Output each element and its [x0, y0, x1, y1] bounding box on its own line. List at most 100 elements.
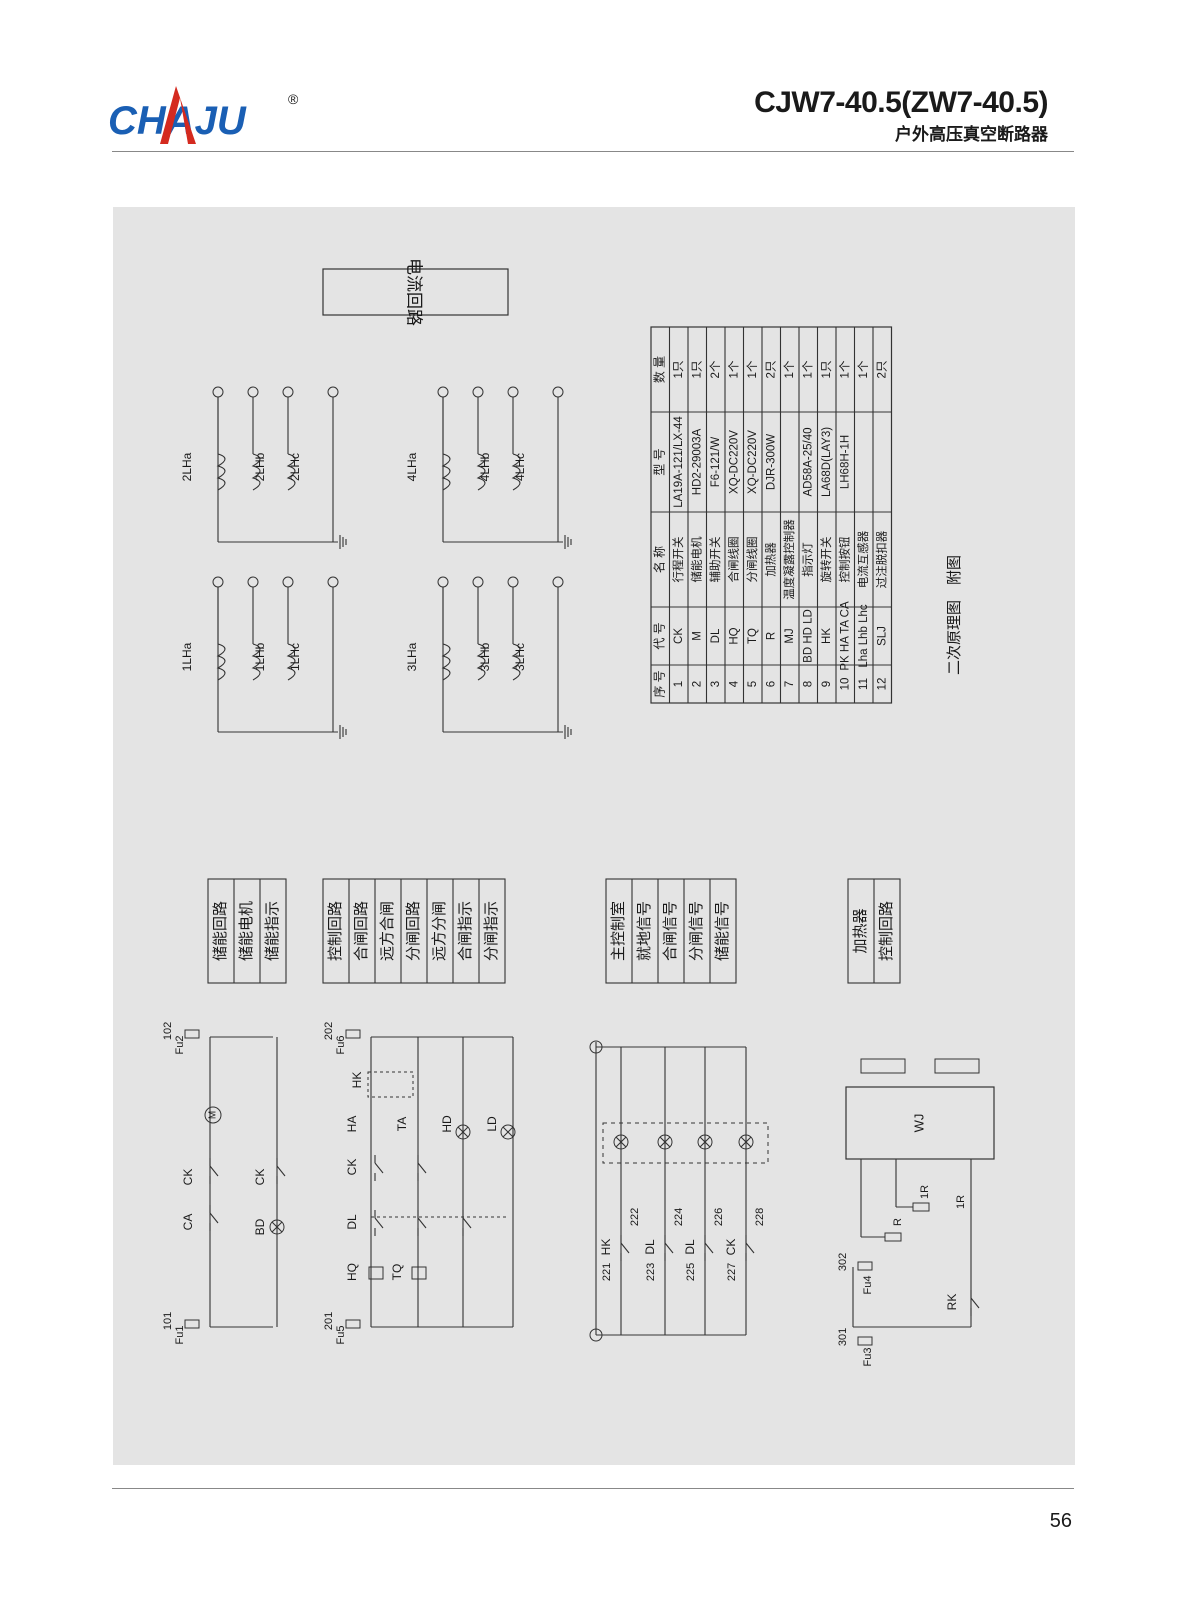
fuse-icon	[184, 1319, 200, 1329]
lamp-cross	[699, 1136, 711, 1148]
terminal-icon	[437, 576, 449, 588]
ct-coil-label: 1LHc	[288, 643, 302, 671]
lamp-icon	[269, 1219, 285, 1235]
ct-coil-label: 4LHb	[478, 452, 492, 481]
fuse-label: Fu5	[335, 1326, 347, 1345]
lamp-cross	[659, 1136, 671, 1148]
table-cell: 10	[839, 678, 851, 691]
circuit-label-box: 主控制室就地信号合闸信号分闸信号储能信号	[605, 878, 737, 984]
fuse-label: Fu3	[862, 1348, 874, 1367]
table-cell: LA68D(LAY3)	[821, 427, 833, 497]
table-cell: 11	[858, 678, 870, 690]
lamp-cross	[457, 1126, 469, 1138]
pin-label: 222	[629, 1208, 641, 1226]
part-label: CK	[724, 1239, 738, 1256]
product-subtitle: 户外高压真空断路器	[895, 125, 1048, 144]
fuse-icon	[184, 1029, 200, 1039]
ct-coil-label: 3LHb	[478, 642, 492, 671]
part-label: DL	[643, 1239, 657, 1255]
table-cell: AD58A-25/40	[802, 427, 814, 496]
table-cell: 控制按钮	[837, 536, 851, 582]
table-cell: 1只	[691, 361, 703, 379]
table-cell: HK	[821, 628, 833, 644]
table-cell: CK	[673, 628, 685, 644]
lamp-icon	[613, 1134, 629, 1150]
circuit-label: 控制回路	[878, 901, 895, 961]
circuit-label-box: 控制回路合闸回路远方合闸分闸回路远方分闸合闸指示分闸指示	[322, 878, 506, 984]
table-cell: 2	[691, 681, 703, 687]
terminal-icon	[552, 386, 564, 398]
pin-label: 227	[726, 1263, 738, 1281]
circuit-label: 主控制室	[610, 901, 627, 961]
ct-coil-icon	[476, 453, 486, 491]
fuse-icon	[345, 1029, 361, 1039]
terminal-label: 202	[323, 1022, 335, 1040]
sensor-icon	[860, 1058, 906, 1074]
ct-coil-label: 1LHa	[180, 642, 194, 671]
table-cell: 合闸线圈	[726, 537, 740, 583]
logo-accent-icon	[160, 86, 196, 144]
part-label: HK	[599, 1239, 613, 1256]
ct-coil-label: 2LHa	[180, 452, 194, 481]
motor-icon	[204, 1106, 222, 1124]
ct-coil-label: 1LHb	[253, 642, 267, 671]
resistor-icon	[912, 1202, 930, 1212]
chaju-logo: CHAJU ®	[108, 86, 299, 144]
circuit-label: 储能回路	[212, 901, 229, 961]
table-cell: M	[691, 631, 703, 641]
part-label: CK	[253, 1169, 267, 1186]
part-label: 1R	[955, 1195, 967, 1209]
ct-coil-label: 2LHb	[253, 452, 267, 481]
table-cell: 1个	[783, 360, 796, 378]
pin-label: 221	[601, 1263, 613, 1281]
circuit-label: 合闸回路	[353, 901, 370, 961]
table-cell: 储能电机	[689, 536, 703, 582]
part-label: HK	[350, 1072, 364, 1089]
table-header-cell: 数 量	[651, 356, 666, 383]
current-circuit-label: 电流回路	[405, 258, 424, 326]
part-label: HD	[440, 1115, 454, 1133]
table-cell: F6-121/W	[710, 437, 722, 488]
table-cell: 加热器	[764, 542, 777, 577]
lamp-icon	[738, 1134, 754, 1150]
lamp-icon	[657, 1134, 673, 1150]
lamp-icon	[500, 1124, 516, 1140]
table-header-cell: 型 号	[652, 448, 666, 475]
fuse-label: Fu1	[174, 1326, 186, 1345]
table-cell: HQ	[728, 627, 740, 644]
fuse-label: Fu6	[335, 1036, 347, 1055]
table-cell: 电流互感器	[856, 530, 870, 588]
ct-coil-icon	[441, 643, 451, 681]
footer-divider	[112, 1488, 1074, 1489]
circuit-label: 控制回路	[327, 901, 344, 961]
coil-icon	[368, 1266, 384, 1280]
circuit-label-box: 加热器控制回路	[847, 878, 901, 984]
terminal-icon	[282, 386, 294, 398]
table-frame	[650, 326, 893, 704]
ct-coil-icon	[216, 453, 226, 491]
part-label: CK	[181, 1169, 195, 1186]
table-cell: DL	[710, 628, 722, 643]
contact-icon	[970, 1297, 980, 1309]
table-cell: 辅助开关	[708, 536, 722, 582]
table-cell: SLJ	[876, 626, 888, 646]
terminal-icon	[212, 576, 224, 588]
ct-coil-icon	[441, 453, 451, 491]
fuse-icon	[857, 1336, 873, 1346]
circuit-label: 加热器	[852, 908, 869, 953]
circuit-label: 储能指示	[264, 901, 281, 961]
label-box-frame	[605, 878, 737, 984]
table-cell: Lha Lhb Lhc	[858, 604, 870, 668]
table-cell: 温度凝露控制器	[782, 519, 796, 600]
contact-icon	[374, 1162, 384, 1174]
terminal-label: 102	[162, 1022, 174, 1040]
terminal-icon	[212, 386, 224, 398]
table-cell: 旋转开关	[819, 536, 833, 582]
table-cell: 1个	[727, 360, 740, 378]
part-label: 1R	[919, 1185, 931, 1199]
label-box-frame	[322, 878, 506, 984]
